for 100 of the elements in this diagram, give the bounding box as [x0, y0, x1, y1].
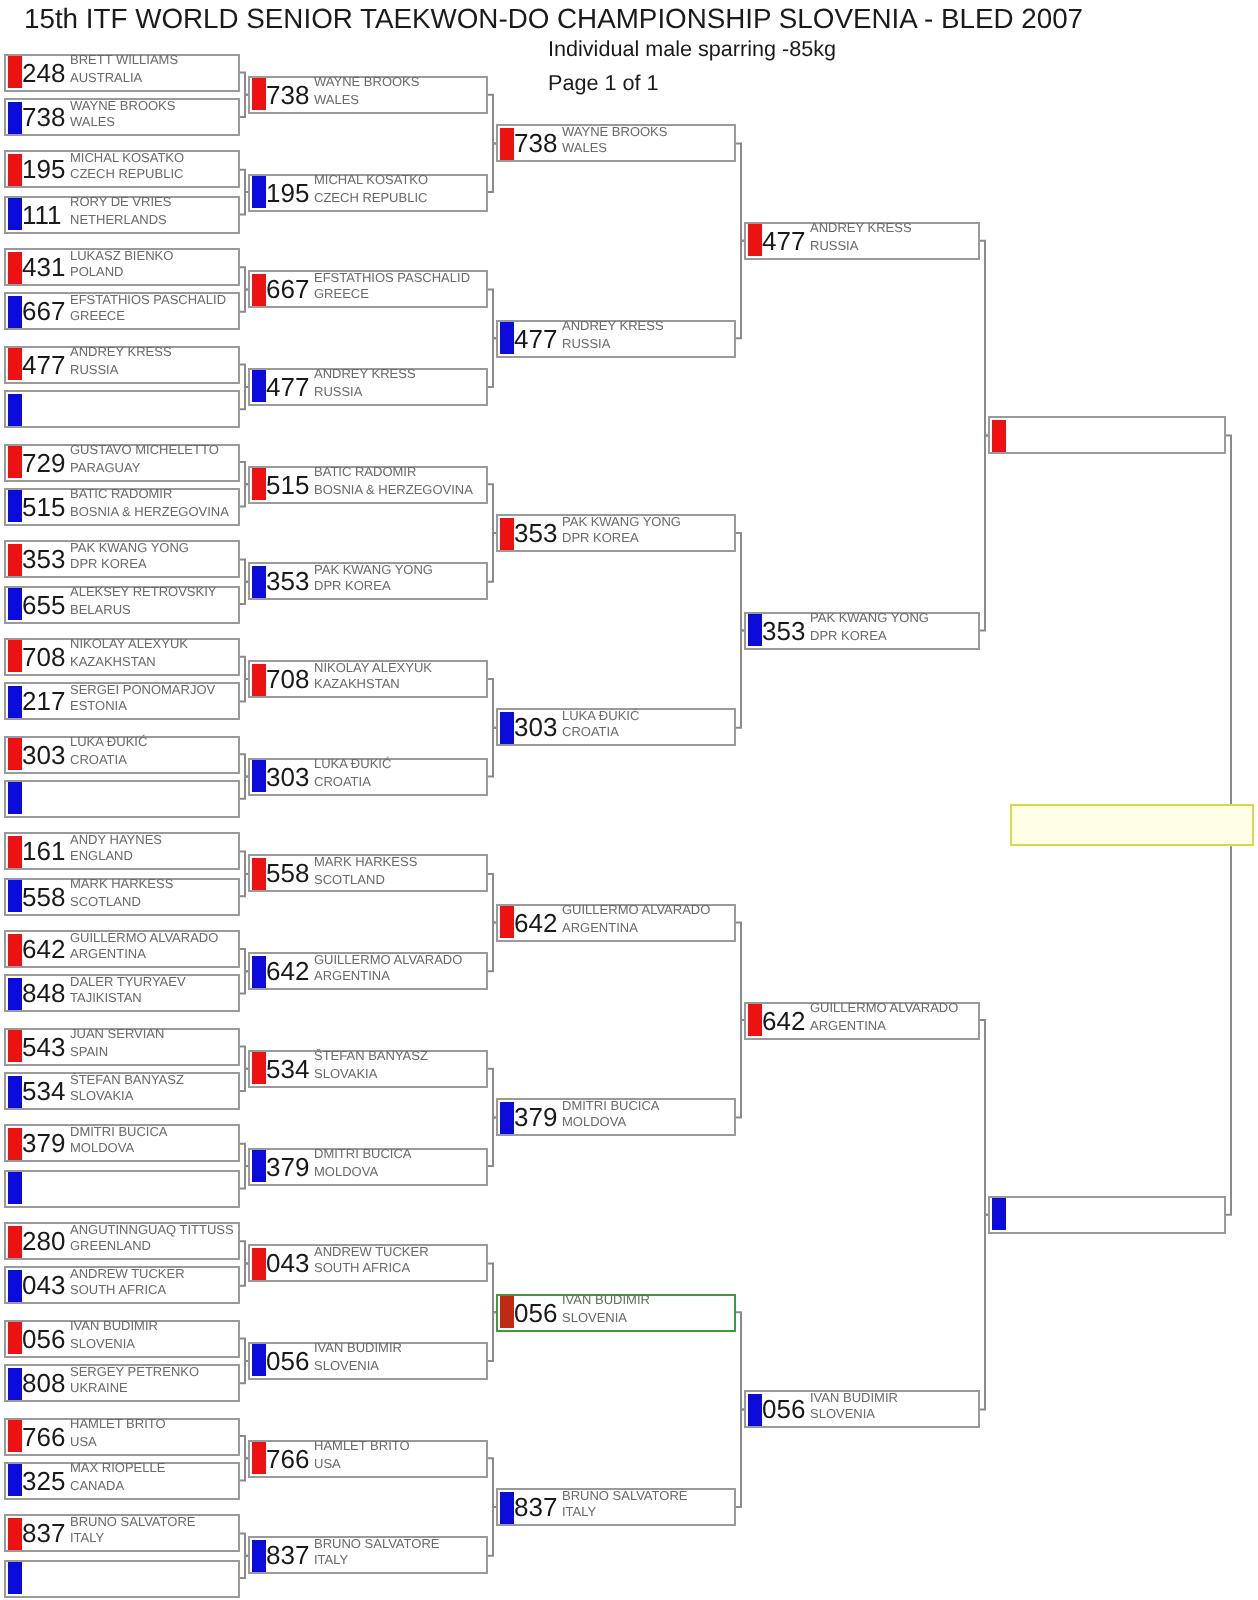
bracket-line: [239, 288, 249, 313]
competitor-number: 667: [22, 294, 66, 329]
competitor-number: 379: [266, 1149, 310, 1184]
empty-slot: [4, 390, 240, 429]
competitor-slot: [248, 854, 488, 893]
empty-slot: [4, 779, 240, 818]
bracket-line: [487, 1067, 497, 1119]
competitor-number: 766: [22, 1419, 66, 1453]
bracket-line: [239, 71, 249, 96]
competitor-number: 248: [22, 55, 66, 90]
bracket-line: [487, 872, 497, 924]
competitor-number: 161: [22, 834, 66, 869]
competitor-slot: [4, 150, 240, 189]
competitor-number: 477: [266, 369, 310, 404]
competitor-slot: [4, 637, 240, 676]
bracket-line: [1225, 434, 1232, 806]
competitor-slot: [248, 1147, 488, 1186]
competitor-number: 558: [266, 856, 310, 891]
bracket-line: [487, 921, 497, 973]
competitor-slot: [248, 1439, 488, 1478]
competitor-slot: [248, 367, 488, 406]
bracket-line: [239, 266, 249, 291]
bracket-line: [239, 948, 249, 973]
bracket-line: [239, 461, 249, 486]
competitor-number: 195: [22, 152, 66, 187]
bracket-line: [239, 385, 249, 411]
bracket-line: [239, 168, 249, 194]
competitor-number: 353: [266, 564, 310, 599]
competitor-slot: [4, 585, 240, 623]
competitor-slot: [496, 514, 736, 552]
competitor-number: 056: [514, 1295, 558, 1330]
bracket-line: [735, 1311, 745, 1411]
competitor-slot: [248, 1049, 488, 1088]
competitor-number: 477: [514, 321, 558, 356]
bracket-line: [239, 1337, 249, 1362]
competitor-number: 667: [266, 272, 310, 307]
competitor-slot: [4, 1027, 240, 1066]
bracket-line: [979, 1019, 989, 1216]
empty-slot: [4, 1169, 240, 1208]
bracket-line: [487, 337, 497, 388]
competitor-number: 708: [266, 662, 310, 697]
competitor-slot: [744, 221, 980, 260]
competitor-slot: [248, 75, 488, 114]
competitor-number: 195: [266, 175, 310, 210]
page-number: Page 1 of 1: [548, 72, 659, 96]
competitor-slot: [496, 903, 736, 942]
competitor-number: 642: [514, 905, 558, 940]
competitor-slot: [744, 1390, 980, 1429]
bracket-line: [239, 1067, 249, 1092]
bracket-line: [487, 1262, 497, 1314]
bracket-line: [979, 434, 989, 632]
competitor-slot: [4, 98, 240, 136]
competitor-slot: [4, 832, 240, 871]
event-subtitle: Individual male sparring -85kg: [548, 38, 837, 62]
competitor-number: 808: [22, 1366, 66, 1401]
competitor-slot: [496, 1098, 736, 1137]
competitor-number: 642: [266, 954, 310, 989]
competitor-number: 848: [22, 976, 66, 1011]
competitor-number: 642: [22, 932, 66, 966]
competitor-slot: [4, 487, 240, 526]
bracket-line: [735, 239, 745, 340]
competitor-number: 708: [22, 639, 66, 674]
competitor-number: 515: [266, 467, 310, 502]
bracket-line: [239, 363, 249, 388]
competitor-slot: [4, 930, 240, 968]
competitor-slot: [248, 1341, 488, 1380]
bracket-line: [979, 1213, 989, 1411]
competitor-slot: [248, 1536, 488, 1575]
bracket-line: [239, 655, 249, 681]
competitor-number: 303: [22, 737, 66, 772]
bracket-line: [487, 1311, 497, 1362]
bracket-line: [735, 629, 745, 729]
bracket-line: [735, 1408, 745, 1508]
bracket-line: [487, 483, 497, 534]
competitor-slot: [4, 195, 240, 234]
competitor-slot: [4, 53, 240, 92]
competitor-number: 515: [22, 489, 66, 524]
competitor-number: 738: [514, 126, 558, 161]
bracket-line: [239, 558, 249, 583]
bracket-line: [239, 191, 249, 216]
bracket-line: [735, 142, 745, 242]
competitor-slot: [496, 1293, 736, 1332]
competitor-number: 534: [266, 1051, 310, 1086]
bracket-line: [487, 1506, 497, 1557]
competitor-number: 303: [266, 759, 310, 794]
competitor-number: 353: [22, 542, 66, 577]
competitor-slot: [248, 757, 488, 796]
competitor-slot: [4, 1266, 240, 1305]
bracket-line: [1225, 845, 1232, 1216]
competitor-slot: [4, 877, 240, 916]
bracket-line: [735, 532, 745, 632]
empty-slot: [4, 1559, 240, 1597]
competitor-slot: [4, 974, 240, 1013]
competitor-number: 729: [22, 445, 66, 479]
competitor-number: 217: [22, 684, 66, 719]
competitor-slot: [744, 611, 980, 650]
competitor-number: 558: [22, 879, 66, 914]
competitor-number: 043: [266, 1246, 310, 1281]
competitor-number: 534: [22, 1074, 66, 1108]
competitor-slot: [4, 682, 240, 721]
